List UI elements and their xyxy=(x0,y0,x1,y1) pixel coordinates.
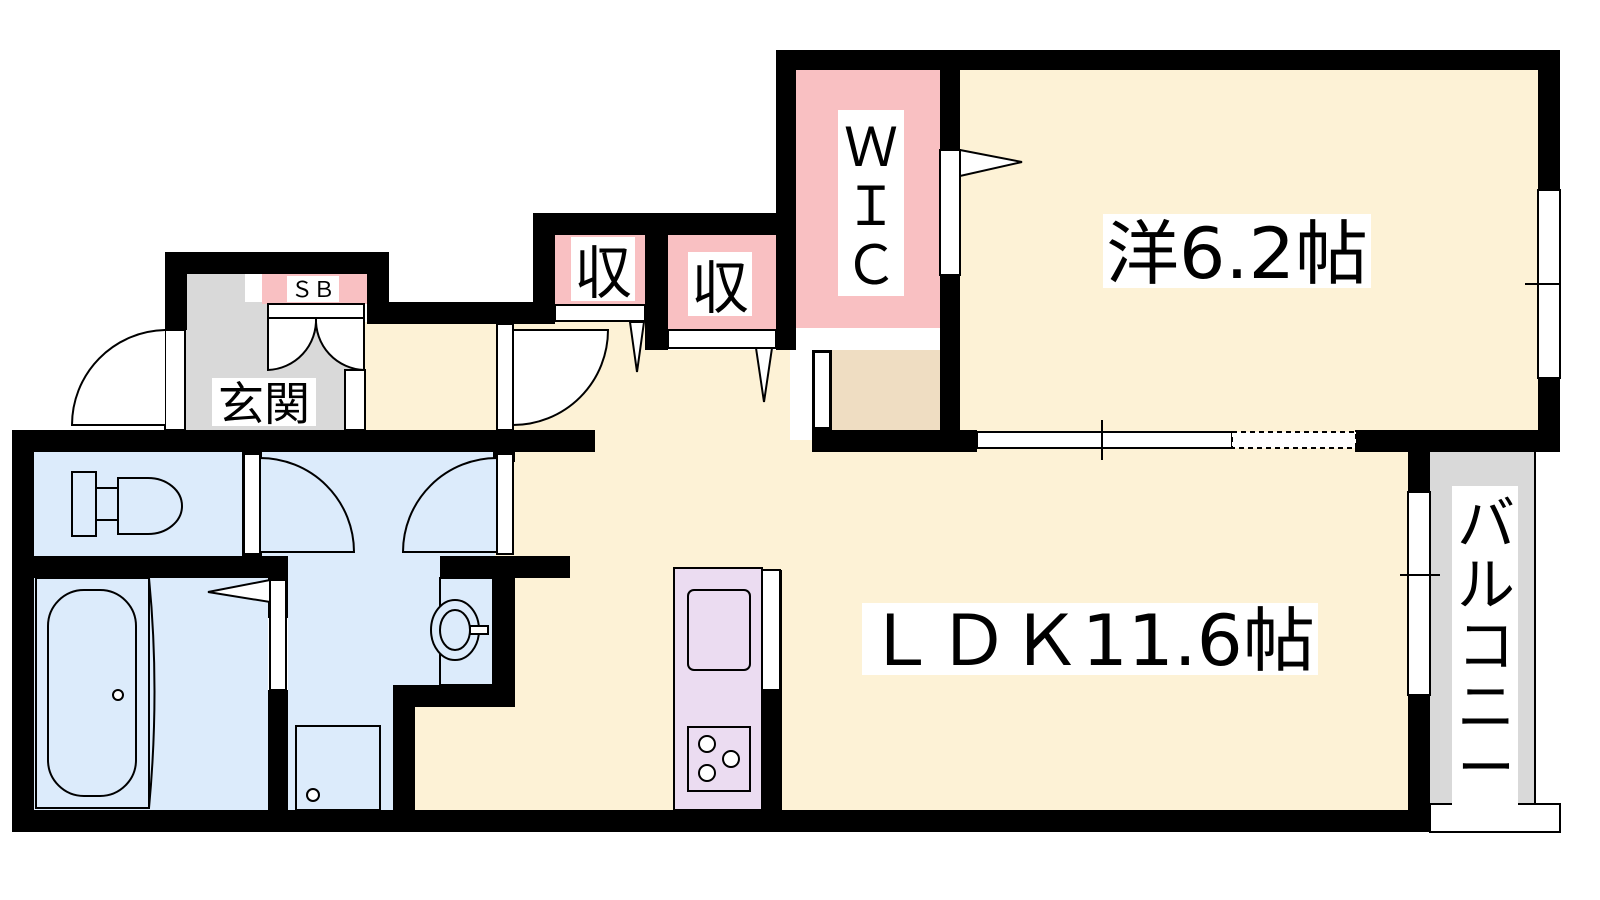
wall xyxy=(440,556,495,578)
door-leaf xyxy=(628,321,646,373)
balcony-edge xyxy=(1429,803,1561,833)
wall xyxy=(776,50,796,350)
shoe-box-door-frame xyxy=(267,303,365,319)
wall xyxy=(645,235,668,350)
wash-door-swing xyxy=(401,456,498,553)
closet-nook-floor xyxy=(832,350,940,432)
shoe-box-label: ＳＢ xyxy=(291,278,335,303)
wall xyxy=(12,810,1430,832)
door-leaf xyxy=(754,347,774,403)
fixtures xyxy=(35,471,781,811)
western-room-label: 洋6.2帖 xyxy=(1106,213,1368,295)
balcony-label-char: ー xyxy=(1457,734,1515,802)
walls xyxy=(12,50,1560,832)
storage-2-door xyxy=(667,329,777,349)
wall xyxy=(776,50,1560,70)
wall xyxy=(393,685,515,707)
stove-top xyxy=(687,726,751,792)
balcony-label-char: コ xyxy=(1457,612,1515,680)
wall xyxy=(1408,695,1430,832)
washer-drain xyxy=(306,788,320,802)
window xyxy=(939,149,961,276)
wall xyxy=(1538,50,1560,190)
wall xyxy=(393,685,415,825)
wall xyxy=(367,252,389,304)
kitchen-sink xyxy=(687,589,751,671)
bath-door xyxy=(269,579,287,691)
entry-door-swing xyxy=(70,329,166,426)
toilet-bowl xyxy=(117,477,183,535)
wall xyxy=(940,70,960,150)
door-frame xyxy=(496,323,514,431)
toilet-door-swing xyxy=(259,456,356,553)
balcony-label-char: バ xyxy=(1457,490,1515,558)
door-frame xyxy=(344,369,366,431)
wall xyxy=(940,275,960,450)
balcony-label-char: ル xyxy=(1457,551,1515,619)
wall xyxy=(268,690,288,810)
closet-door-frame xyxy=(813,351,831,429)
ldk-label: ＬＤＫ11.6帖 xyxy=(865,600,1315,682)
wall xyxy=(165,252,187,330)
wic-label-i: Ｉ xyxy=(844,175,898,238)
wall xyxy=(533,213,796,235)
ldk-floor xyxy=(365,305,1420,810)
wall xyxy=(493,556,515,706)
door-frame xyxy=(243,453,261,555)
wash-basin-inner xyxy=(439,609,471,651)
wall xyxy=(12,430,595,452)
faucet xyxy=(469,625,489,635)
storage-1-label: 収 xyxy=(574,239,632,307)
doors-and-windows xyxy=(70,148,1561,833)
bath-fold xyxy=(148,577,156,809)
wall xyxy=(367,302,555,324)
toilet-seat-base xyxy=(95,487,119,521)
wall xyxy=(1408,452,1430,492)
bathtub-drain xyxy=(112,689,124,701)
wall xyxy=(32,556,288,578)
door-frame xyxy=(496,453,514,555)
storage-1-door xyxy=(554,304,646,322)
wall xyxy=(812,430,977,452)
toilet-tank xyxy=(71,471,97,537)
door-swing xyxy=(512,329,610,427)
kitchen-backsplash xyxy=(761,569,781,691)
wall xyxy=(533,213,555,305)
window xyxy=(1407,491,1431,696)
room-labels: 洋6.2帖 ＬＤＫ11.6帖 玄関 ＳＢ 収 収 Ｗ Ｉ Ｃ バ ル コ ニ ー xyxy=(212,110,1518,806)
bathtub-inner xyxy=(47,589,137,797)
wic-label-c: Ｃ xyxy=(844,234,898,297)
sliding-door xyxy=(976,431,1233,449)
entrance-label: 玄関 xyxy=(218,377,310,431)
wall xyxy=(12,430,34,832)
storage-2-label: 収 xyxy=(691,254,749,322)
burner xyxy=(722,750,740,768)
balcony-label-char: ニ xyxy=(1457,673,1515,741)
wall xyxy=(165,252,389,274)
burner xyxy=(698,735,716,753)
entry-door-frame xyxy=(164,329,186,431)
burner xyxy=(698,764,716,782)
door-leaf xyxy=(959,148,1023,178)
door-leaf xyxy=(207,578,271,604)
wall xyxy=(1355,430,1560,452)
sliding-door xyxy=(1231,431,1357,449)
wic-label-w: Ｗ xyxy=(844,116,898,179)
